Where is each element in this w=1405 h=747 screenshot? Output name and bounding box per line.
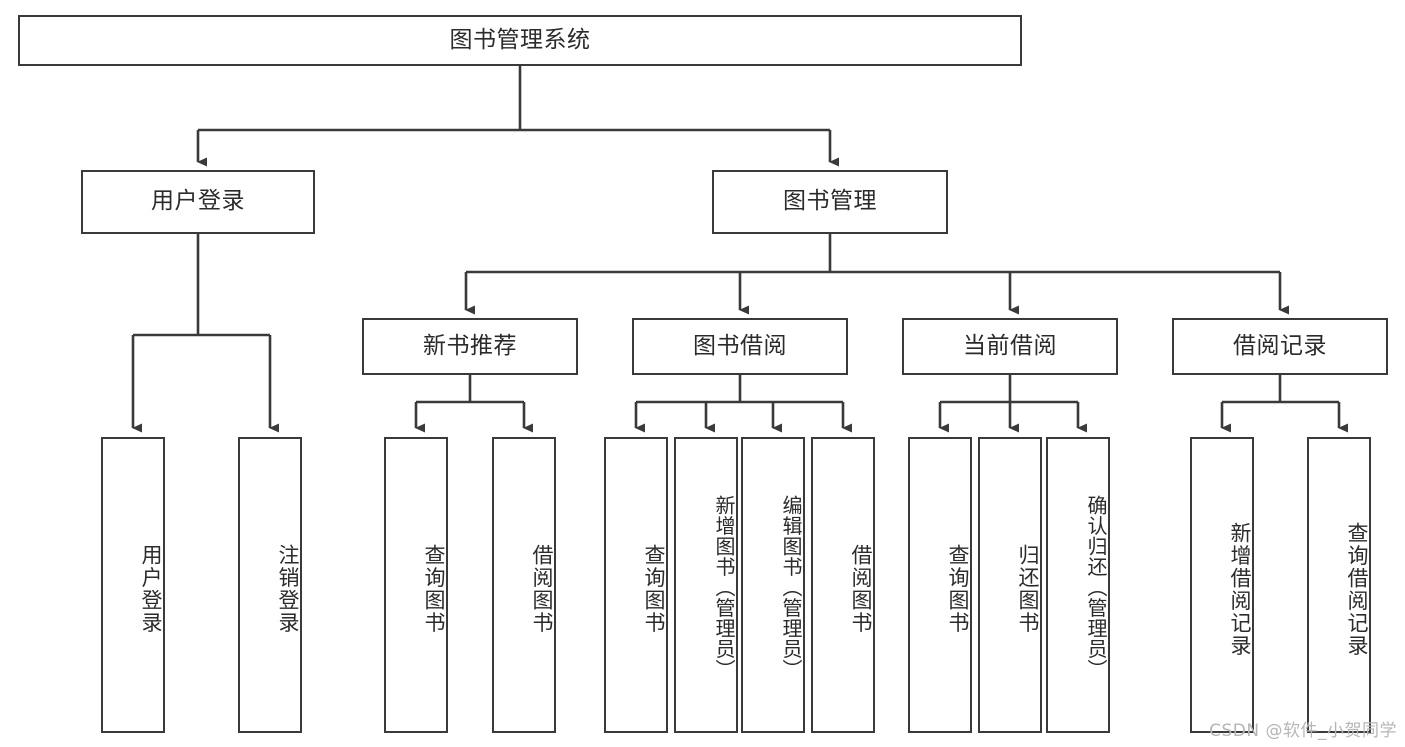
node-book-management[interactable]: 图书管理 bbox=[712, 170, 948, 234]
leaf-borrow-edit-book-admin[interactable]: 编辑图书（管理员） bbox=[741, 437, 805, 733]
leaf-borrow-add-book-admin[interactable]: 新增图书（管理员） bbox=[674, 437, 738, 733]
leaf-record-query-record[interactable]: 查询借阅记录 bbox=[1307, 437, 1371, 733]
node-borrow-record[interactable]: 借阅记录 bbox=[1172, 318, 1388, 375]
leaf-current-confirm-return-admin[interactable]: 确认归还（管理员） bbox=[1046, 437, 1110, 733]
leaf-recommend-borrow-book[interactable]: 借阅图书 bbox=[492, 437, 556, 733]
leaf-record-add-record[interactable]: 新增借阅记录 bbox=[1190, 437, 1254, 733]
leaf-recommend-query-book[interactable]: 查询图书 bbox=[384, 437, 448, 733]
node-user-login[interactable]: 用户登录 bbox=[81, 170, 315, 234]
node-new-book-recommend[interactable]: 新书推荐 bbox=[362, 318, 578, 375]
csdn-watermark: CSDN @软件_小贺同学 bbox=[1209, 721, 1397, 741]
leaf-borrow-borrow-book[interactable]: 借阅图书 bbox=[811, 437, 875, 733]
leaf-user-login-login[interactable]: 用户登录 bbox=[101, 437, 165, 733]
node-book-borrow[interactable]: 图书借阅 bbox=[632, 318, 848, 375]
node-root-system[interactable]: 图书管理系统 bbox=[18, 15, 1022, 66]
node-current-borrow[interactable]: 当前借阅 bbox=[902, 318, 1118, 375]
leaf-current-return-book[interactable]: 归还图书 bbox=[978, 437, 1042, 733]
leaf-borrow-query-book[interactable]: 查询图书 bbox=[604, 437, 668, 733]
leaf-current-query-book[interactable]: 查询图书 bbox=[908, 437, 972, 733]
leaf-user-login-logout[interactable]: 注销登录 bbox=[238, 437, 302, 733]
